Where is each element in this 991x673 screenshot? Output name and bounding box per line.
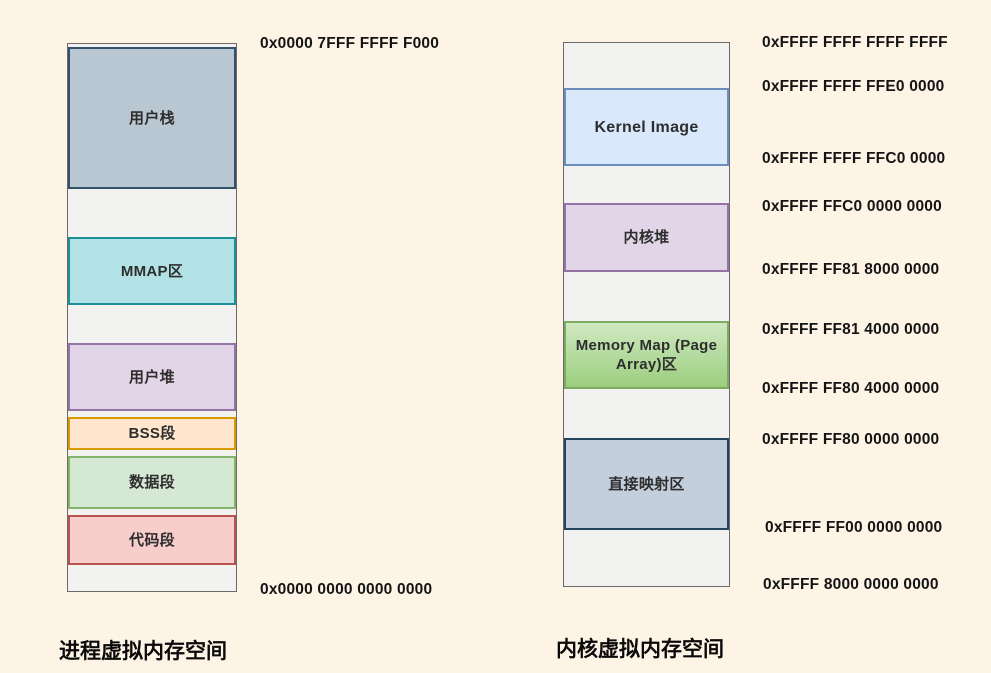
block-label: 用户栈 xyxy=(129,109,175,127)
address-label: 0x0000 7FFF FFFF F000 xyxy=(260,35,440,52)
address-label: 0xFFFF FF00 0000 0000 xyxy=(765,519,943,536)
block-label: 代码段 xyxy=(129,531,175,549)
block-kernel-heap: 内核堆 xyxy=(564,203,729,272)
address-label: 0xFFFF FFFF FFE0 0000 xyxy=(762,78,945,95)
block-label: 内核堆 xyxy=(623,229,670,246)
block-label: 直接映射区 xyxy=(608,475,685,493)
block-kernel-image: Kernel Image xyxy=(564,88,729,166)
process-column-title: 进程虚拟内存空间 xyxy=(59,640,227,663)
block-user-heap: 用户堆 xyxy=(68,343,236,411)
address-label: 0x0000 0000 0000 0000 xyxy=(260,581,433,598)
address-label: 0xFFFF FF80 4000 0000 xyxy=(762,380,940,397)
address-label: 0xFFFF FFFF FFC0 0000 xyxy=(762,150,946,167)
block-mmap-area: MMAP区 xyxy=(68,237,236,305)
block-label: Memory Map (Page Array)区 xyxy=(575,337,718,373)
block-bss-segment: BSS段 xyxy=(68,417,236,450)
block-label: 用户堆 xyxy=(129,368,175,386)
block-label: MMAP区 xyxy=(120,262,184,280)
address-label: 0xFFFF FFC0 0000 0000 xyxy=(762,198,942,215)
block-code-segment: 代码段 xyxy=(68,515,236,565)
block-label: 数据段 xyxy=(129,474,175,491)
block-label: Kernel Image xyxy=(594,118,699,136)
block-data-segment: 数据段 xyxy=(68,456,236,509)
block-user-stack: 用户栈 xyxy=(68,47,236,189)
address-label: 0xFFFF FF81 4000 0000 xyxy=(762,321,940,338)
block-label: BSS段 xyxy=(128,425,176,442)
kernel-column-title: 内核虚拟内存空间 xyxy=(556,638,724,661)
address-label: 0xFFFF FF81 8000 0000 xyxy=(762,261,940,278)
block-direct-mapping-area: 直接映射区 xyxy=(564,438,729,530)
address-label: 0xFFFF 8000 0000 0000 xyxy=(763,576,939,593)
block-memory-map-page-array: Memory Map (Page Array)区 xyxy=(564,321,729,389)
address-label: 0xFFFF FFFF FFFF FFFF xyxy=(762,34,948,51)
address-label: 0xFFFF FF80 0000 0000 xyxy=(762,431,940,448)
